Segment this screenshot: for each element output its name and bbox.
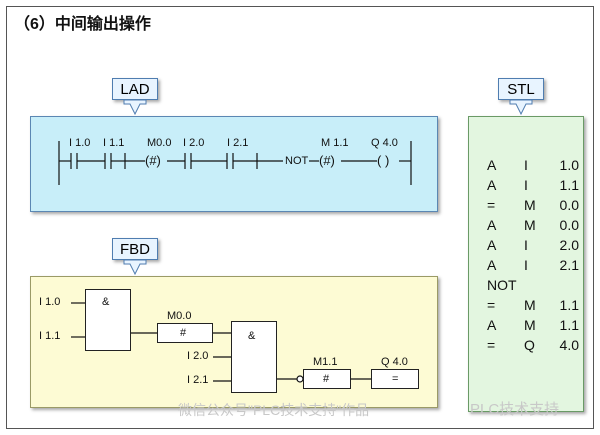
stl-line: NOT <box>487 277 517 293</box>
watermark-text: 微信公众号"PLC技术支持"作品 <box>178 402 370 418</box>
fbd-assign-block-m00: # <box>157 323 213 343</box>
stl-line: A I 1.1 <box>487 177 579 193</box>
lad-panel: I 1.0 I 1.1 M0.0 I 2.0 I 2.1 M 1.1 Q 4.0… <box>30 116 438 212</box>
stl-line: = Q 4.0 <box>487 337 579 353</box>
lad-not-label: NOT <box>285 155 309 167</box>
lad-label-i10: I 1.0 <box>69 137 91 149</box>
fbd-input-i21: I 2.1 <box>187 374 209 386</box>
fbd-and-label-2: & <box>248 330 256 342</box>
lad-label-q40: Q 4.0 <box>371 137 398 149</box>
lad-label-m11: M 1.1 <box>321 137 349 149</box>
stl-line: A I 2.0 <box>487 237 579 253</box>
stl-callout-arrow <box>509 99 533 116</box>
stl-line: = M 1.1 <box>487 297 579 313</box>
fbd-input-i20: I 2.0 <box>187 350 209 362</box>
fbd-callout-arrow <box>123 259 147 276</box>
stl-callout-label: STL <box>498 78 544 100</box>
fbd-label-q40: Q 4.0 <box>381 356 408 368</box>
fbd-assign-label: = <box>392 373 399 385</box>
lad-rung <box>58 141 412 185</box>
stl-line: A I 2.1 <box>487 257 579 273</box>
fbd-and-block-1: & <box>85 289 131 351</box>
watermark-brand: PLC技术支持 <box>470 401 560 418</box>
stl-line: A I 1.0 <box>487 157 579 173</box>
lad-label-i11: I 1.1 <box>103 137 125 149</box>
lad-callout-label: LAD <box>112 78 158 100</box>
lad-midline-output-m00: (#) <box>145 153 161 168</box>
fbd-and-block-2: & <box>231 321 277 393</box>
lad-label-i20: I 2.0 <box>183 137 205 149</box>
stl-line: A M 0.0 <box>487 217 579 233</box>
fbd-hash-label-2: # <box>323 373 330 385</box>
fbd-callout-label: FBD <box>112 238 158 260</box>
fbd-assign-block-m11: # <box>303 369 351 389</box>
fbd-input-i11: I 1.1 <box>39 330 61 342</box>
figure-title: （6）中间输出操作 <box>14 16 151 33</box>
fbd-wiring <box>71 302 371 383</box>
fbd-label-m11: M1.1 <box>313 356 338 368</box>
lad-callout-arrow <box>123 99 147 116</box>
stl-panel: A I 1.0 A I 1.1 = M 0.0 A M 0.0 A I 2.0 … <box>468 116 584 412</box>
lad-midline-output-m11: (#) <box>319 153 335 168</box>
fbd-label-m00: M0.0 <box>167 310 192 322</box>
fbd-panel: I 1.0 I 1.1 & M0.0 # & I 2.0 I 2.1 M1.1 … <box>30 276 438 408</box>
stl-line: A M 1.1 <box>487 317 579 333</box>
fbd-hash-label-1: # <box>180 327 187 339</box>
fbd-and-label-1: & <box>102 296 110 308</box>
stl-line: = M 0.0 <box>487 197 579 213</box>
lad-coil-q40: ( ) <box>377 153 390 168</box>
fbd-assign-block-q40: = <box>371 369 419 389</box>
lad-label-m00: M0.0 <box>147 137 172 149</box>
lad-label-i21: I 2.1 <box>227 137 249 149</box>
fbd-input-i10: I 1.0 <box>39 296 61 308</box>
